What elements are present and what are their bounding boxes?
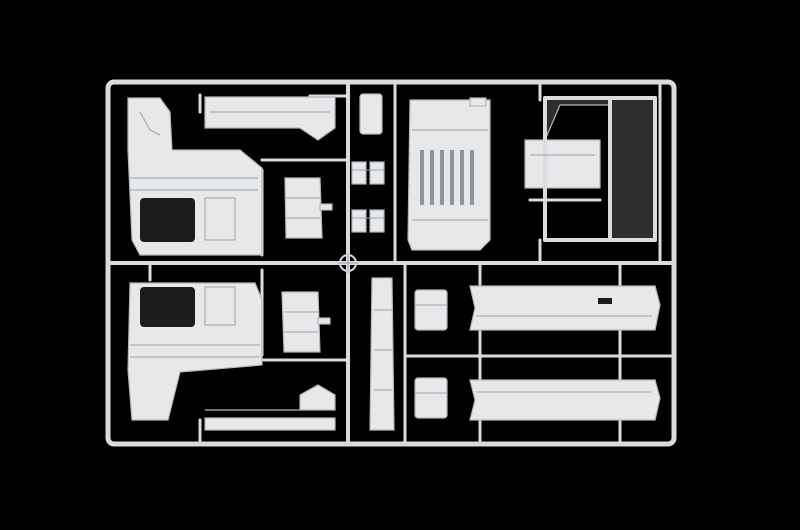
small-step-upper bbox=[414, 289, 448, 331]
grille-slots bbox=[420, 150, 474, 205]
step-block-lower bbox=[281, 291, 331, 353]
bull-bar-frame bbox=[524, 96, 657, 242]
small-grille-parts bbox=[351, 161, 385, 233]
radiator-grille bbox=[407, 97, 491, 251]
small-step-lower bbox=[414, 377, 448, 419]
side-skirt-upper bbox=[469, 285, 661, 331]
step-block-upper bbox=[284, 177, 333, 239]
fender-strip-lower bbox=[204, 384, 336, 431]
tall-bracket bbox=[369, 277, 395, 431]
cab-side-panel-upper bbox=[127, 97, 263, 256]
fender-strip-upper bbox=[204, 96, 336, 141]
cab-side-panel-lower bbox=[127, 282, 263, 421]
small-plate bbox=[359, 93, 383, 135]
side-skirt-lower bbox=[469, 379, 661, 421]
